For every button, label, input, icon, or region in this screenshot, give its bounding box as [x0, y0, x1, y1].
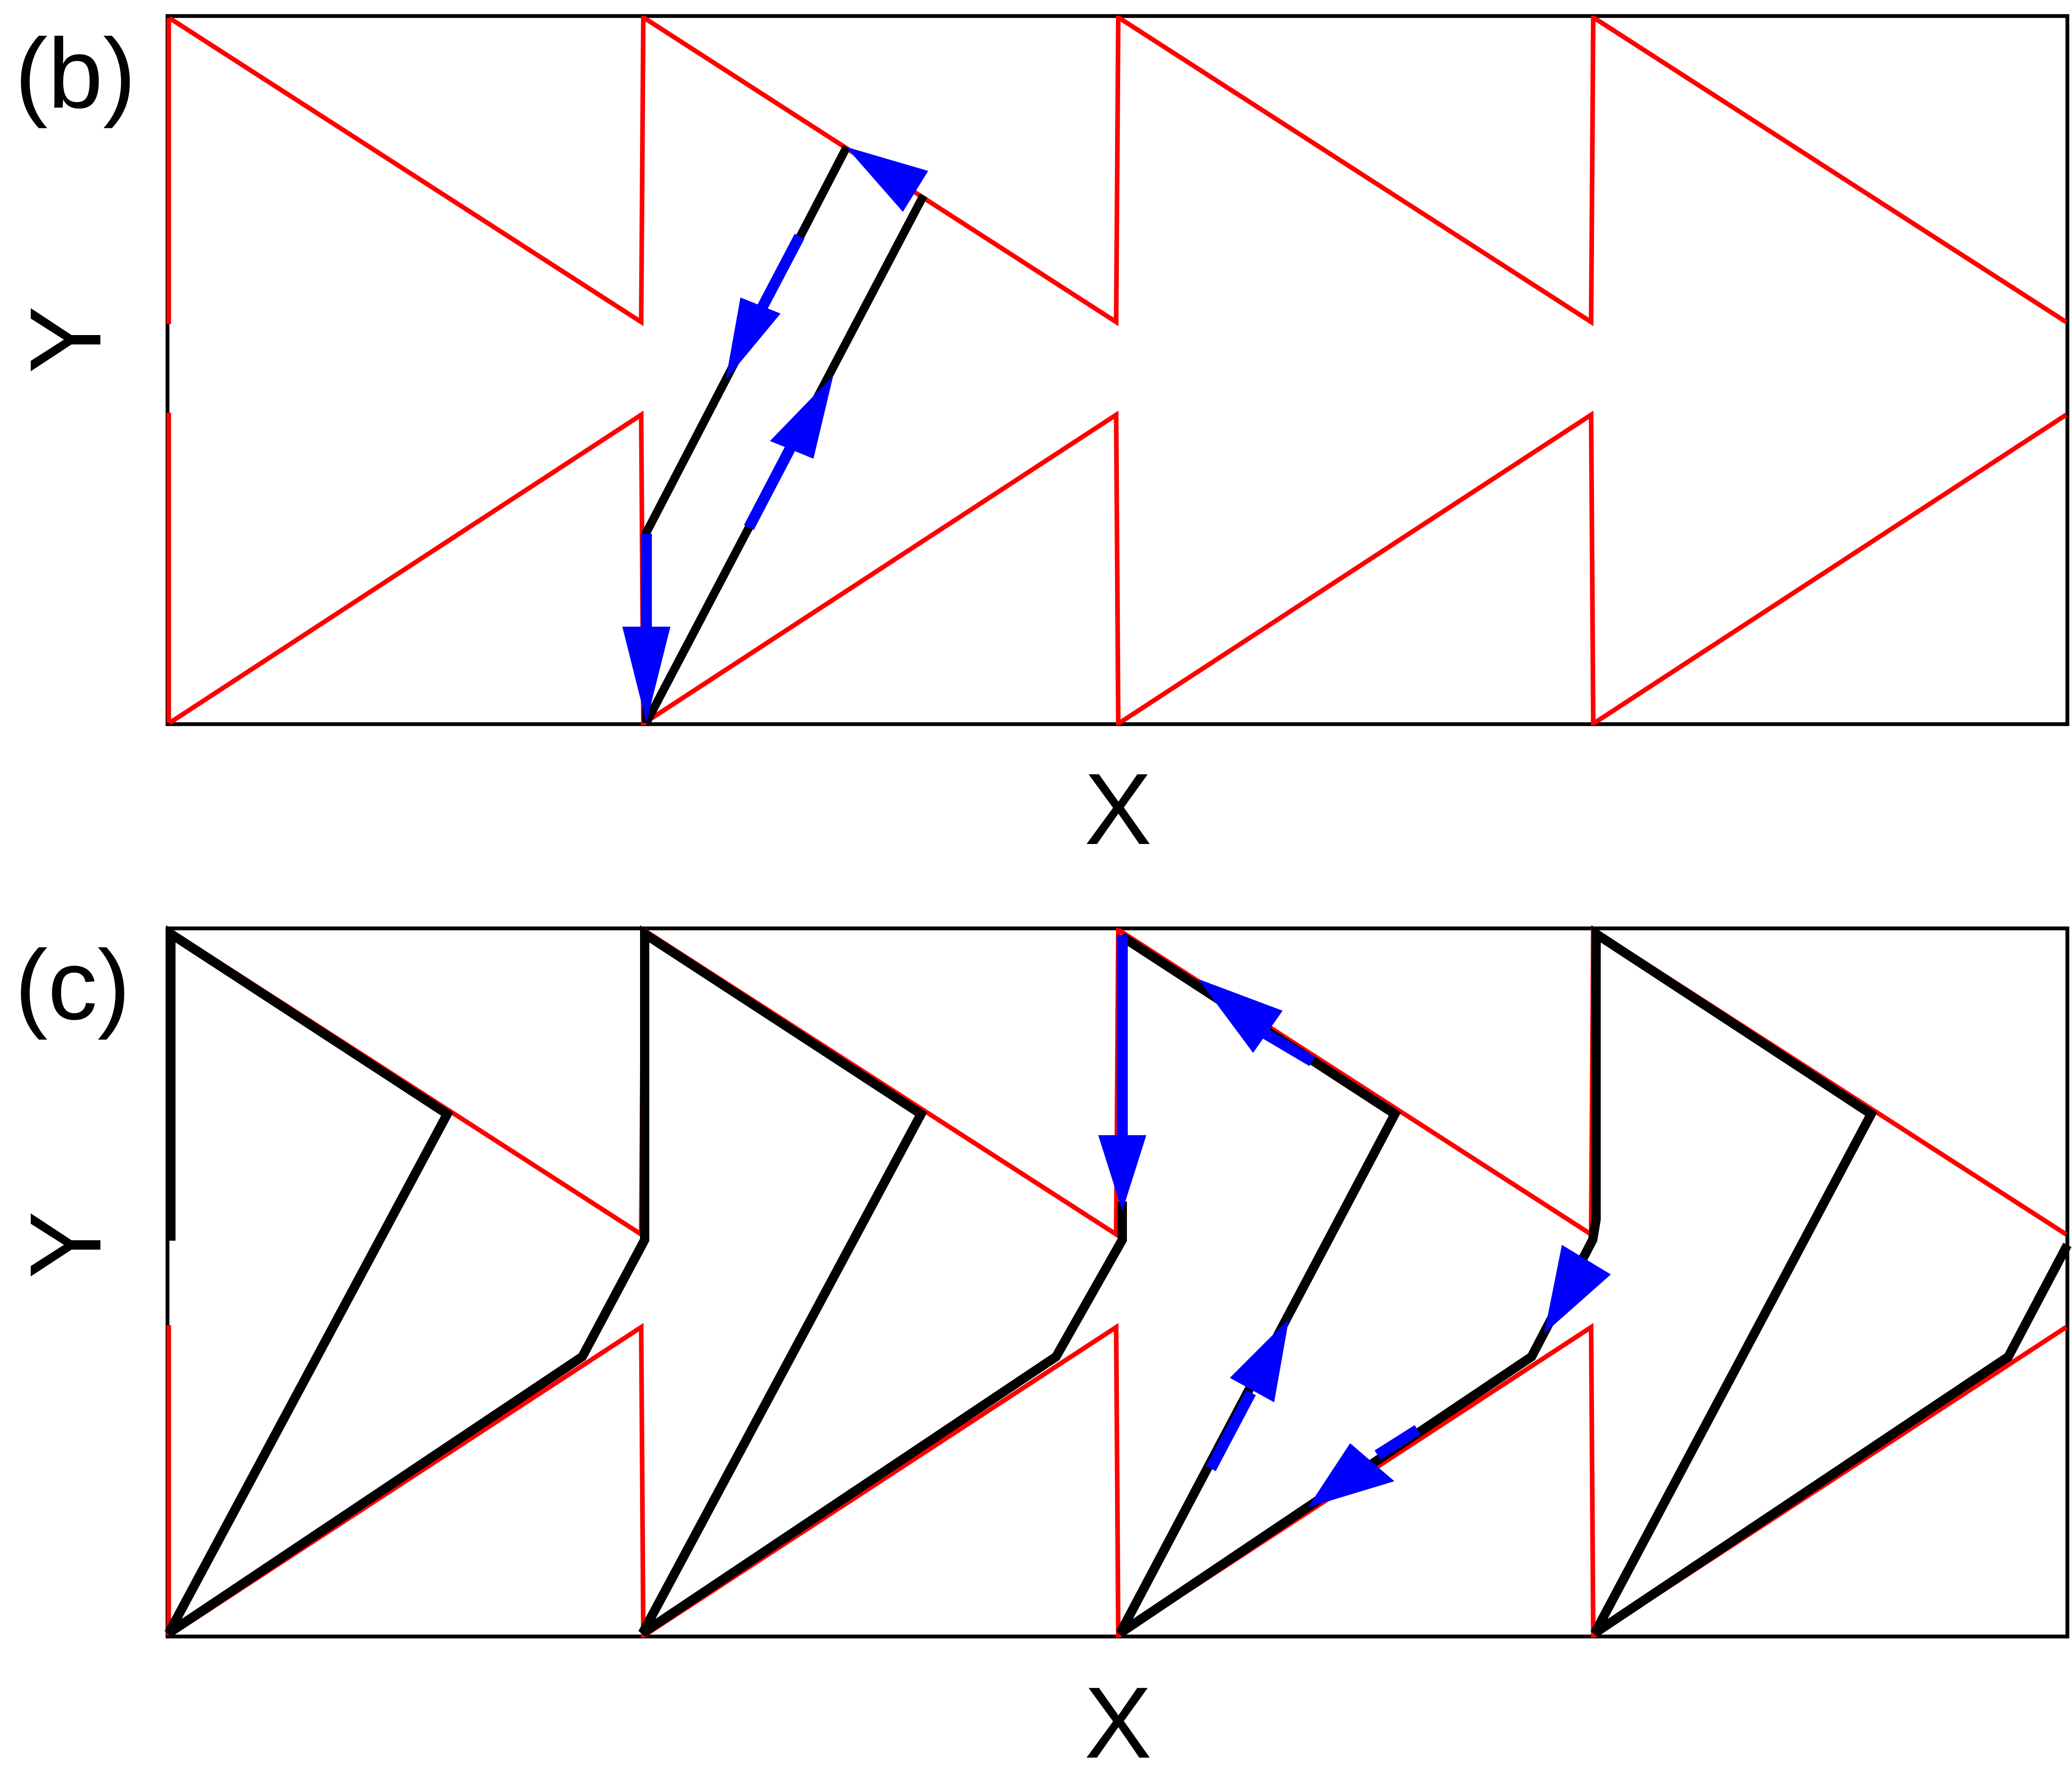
panel-c-label: (c)	[15, 929, 130, 1040]
panel-b-xlabel: X	[1084, 752, 1152, 866]
direction-arrow-up-left	[1198, 979, 1315, 1066]
panel-b-walls	[166, 16, 2068, 725]
direction-arrow-down-left-small	[1544, 1245, 1611, 1334]
lower-wall	[166, 410, 2068, 725]
direction-arrow-up-left	[846, 147, 928, 212]
direction-arrow-down-left	[726, 233, 805, 380]
panel-b-label: (b)	[15, 18, 136, 129]
panel-b-ylabel: Y	[9, 306, 122, 373]
upper-wall	[166, 16, 2067, 327]
panel-c-arrows	[1098, 935, 1611, 1507]
panel-c: (c) X Y	[9, 925, 2072, 1779]
direction-arrow-down	[1098, 935, 1146, 1211]
direction-arrow-up-right	[744, 376, 833, 530]
direction-arrow-down	[622, 534, 670, 722]
panel-c-ylabel: Y	[9, 1211, 122, 1279]
panel-b: (b) X Y	[9, 14, 2069, 866]
panel-b-arrows	[622, 147, 928, 722]
trajectory-segment	[165, 925, 1127, 1637]
panel-c-xlabel: X	[1084, 1666, 1152, 1779]
direction-arrow-down-left	[1308, 1425, 1421, 1507]
direction-arrow-up-right	[1206, 1319, 1289, 1472]
lower-wall	[166, 1323, 2068, 1638]
